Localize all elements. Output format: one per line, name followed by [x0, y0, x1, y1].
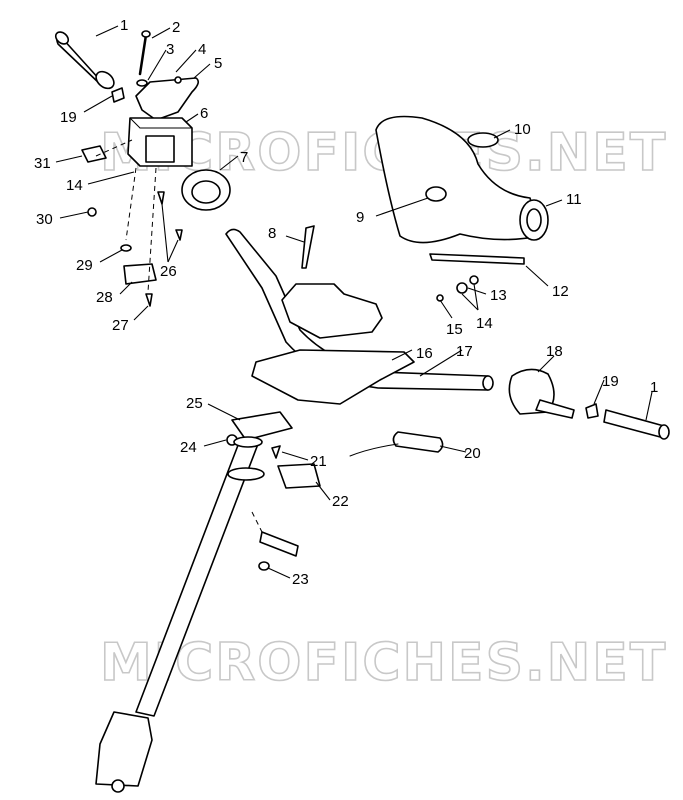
handlebar-pad — [375, 115, 549, 244]
callout-1-grip-left: 1 — [120, 17, 128, 34]
cover-plate — [123, 263, 157, 285]
callout-8: 8 — [268, 225, 276, 242]
screw-small-2 — [175, 229, 183, 241]
callout-1-grip-right: 1 — [650, 379, 658, 396]
spring — [349, 431, 444, 457]
callout-4: 4 — [198, 41, 206, 58]
handlebar-bolt — [301, 225, 315, 269]
watermark-bottom: MICROFICHES.NET — [100, 633, 667, 693]
callout-2: 2 — [172, 19, 180, 36]
callout-15: 15 — [446, 321, 463, 338]
hardware-right — [436, 275, 479, 302]
callout-labels: 1 2 3 4 5 19 6 7 31 14 30 29 28 27 26 8 … — [34, 17, 658, 588]
callout-9: 9 — [356, 209, 364, 226]
alignment-lines-left — [95, 139, 157, 293]
callout-25: 25 — [186, 395, 203, 412]
callout-11: 11 — [566, 191, 582, 208]
spring-clip — [120, 244, 132, 252]
callout-12: 12 — [552, 283, 569, 300]
callout-14-right: 14 — [476, 315, 493, 332]
emblem — [467, 132, 499, 148]
throttle-housing — [127, 117, 193, 167]
callout-21: 21 — [310, 453, 327, 470]
washer — [136, 79, 148, 87]
screw-bottom-left — [145, 293, 153, 307]
nut-left — [87, 207, 97, 217]
cable-clamp — [81, 145, 107, 163]
callout-16: 16 — [416, 345, 433, 362]
grip-left — [54, 31, 115, 90]
pin — [138, 30, 151, 76]
screw-21 — [271, 445, 281, 459]
brake-lever-assembly — [508, 368, 575, 419]
callout-26: 26 — [160, 263, 177, 280]
callout-13: 13 — [490, 287, 507, 304]
steering-column — [95, 436, 265, 793]
callout-14-left: 14 — [66, 177, 83, 194]
callout-3: 3 — [166, 41, 174, 58]
screw-small-1 — [157, 191, 165, 205]
callout-22: 22 — [332, 493, 349, 510]
handlebar-clamp — [251, 283, 415, 405]
switch-assembly — [181, 169, 231, 211]
callout-19-left: 19 — [60, 109, 77, 126]
callout-17: 17 — [456, 343, 473, 360]
callout-31: 31 — [34, 155, 51, 172]
leader-lines — [55, 25, 653, 579]
callout-28: 28 — [96, 289, 113, 306]
bushing — [251, 511, 299, 571]
callout-30: 30 — [36, 211, 53, 228]
screw-left — [111, 87, 125, 103]
callout-18: 18 — [546, 343, 563, 360]
callout-24: 24 — [180, 439, 197, 456]
callout-7: 7 — [240, 149, 248, 166]
callout-27: 27 — [112, 317, 129, 334]
callout-20: 20 — [464, 445, 481, 462]
callout-10: 10 — [514, 121, 531, 138]
callout-19-right: 19 — [602, 373, 619, 390]
trim-strip — [429, 253, 525, 265]
callout-5: 5 — [214, 55, 222, 72]
callout-6: 6 — [200, 105, 208, 122]
steering-bracket — [277, 463, 321, 489]
callout-29: 29 — [76, 257, 93, 274]
mounting-flange — [231, 411, 293, 441]
throttle-lever — [135, 76, 200, 121]
callout-23: 23 — [292, 571, 309, 588]
screw-right — [585, 403, 599, 419]
grip-right — [603, 409, 670, 440]
